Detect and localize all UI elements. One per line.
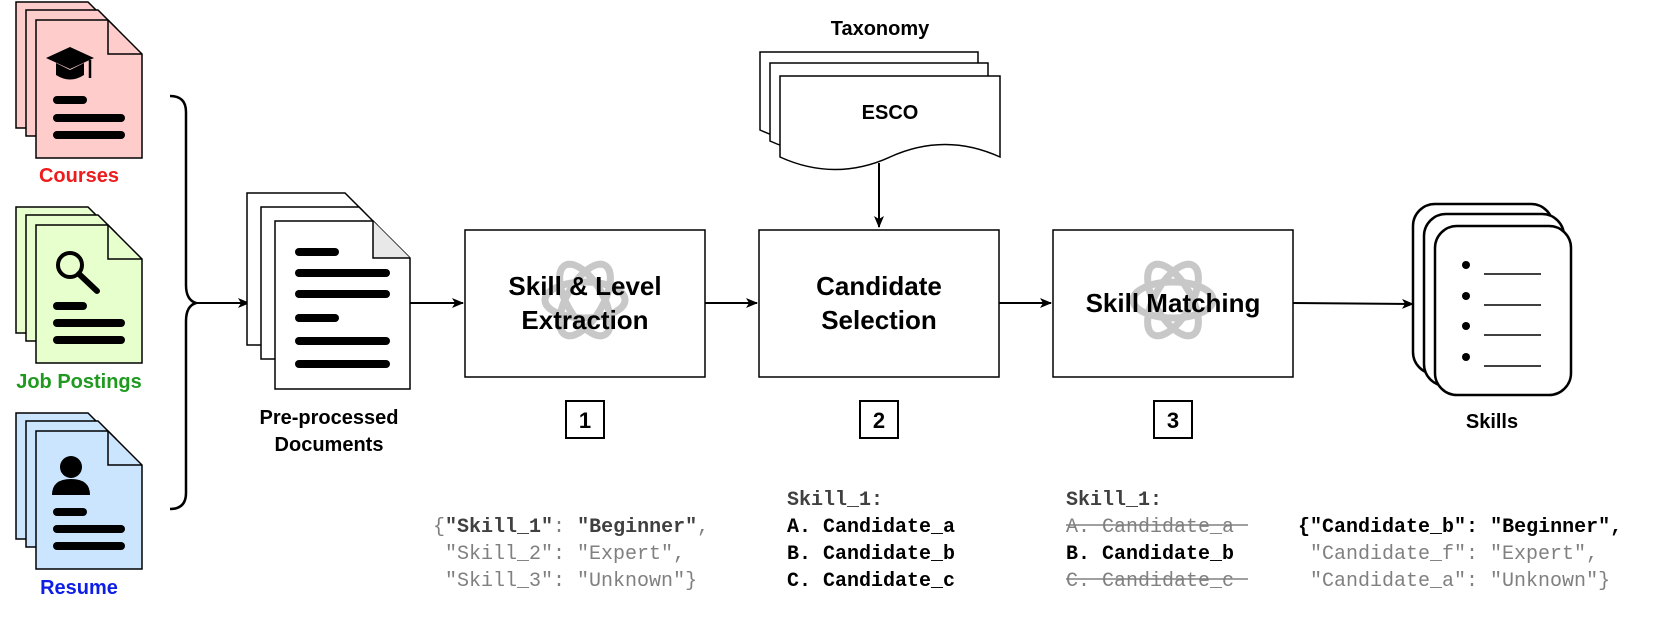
- matching-header: Skill_1:: [1066, 489, 1162, 512]
- result-key-2: "Candidate_f": [1310, 543, 1466, 566]
- bullet-list-icon: [1462, 261, 1541, 367]
- document-stack-white: [246, 192, 411, 390]
- extraction-line-3: "Skill_3": "Unknown"}: [445, 570, 697, 593]
- skills-output: Skills: [1411, 202, 1573, 433]
- graduation-cap-icon: [46, 47, 94, 80]
- selection-header: Skill_1:: [787, 489, 883, 512]
- magnifier-icon: [56, 251, 100, 294]
- result-value-1: "Beginner": [1490, 516, 1610, 539]
- selection-option-a: A. Candidate_a: [787, 516, 955, 539]
- step-2-number-badge: 2: [859, 400, 899, 439]
- taxonomy: Taxonomy ESCO: [759, 18, 1001, 171]
- source-job-postings: Job Postings: [15, 206, 143, 393]
- taxonomy-title: Taxonomy: [831, 18, 930, 40]
- result-key-3: "Candidate_a": [1310, 570, 1466, 593]
- extraction-value-2: "Expert": [577, 543, 673, 566]
- preprocessed-label-line2: Documents: [275, 434, 384, 456]
- selection-option-c: C. Candidate_c: [787, 570, 955, 593]
- extraction-key-2: "Skill_2": [445, 543, 553, 566]
- result-line-3: "Candidate_a": "Unknown"}: [1310, 570, 1610, 593]
- extraction-line-2: "Skill_2": "Expert",: [445, 543, 685, 566]
- arrow-step3-to-skills: [1292, 298, 1414, 309]
- source-courses: Courses: [15, 1, 143, 187]
- extraction-key-1: "Skill_1": [445, 516, 553, 539]
- source-resume: Resume: [15, 412, 143, 599]
- step-2-title-line1: Candidate: [816, 271, 942, 301]
- text-lines: [53, 508, 125, 550]
- step-2-number: 2: [873, 408, 885, 433]
- step-3-box: Skill Matching: [1052, 229, 1294, 378]
- result-value-3: "Unknown": [1490, 570, 1598, 593]
- step-1-title-line2: Extraction: [521, 305, 648, 335]
- selection-example: Skill_1: A. Candidate_a B. Candidate_b C…: [787, 489, 955, 593]
- skills-card-stack: [1411, 202, 1573, 397]
- step-3-title: Skill Matching: [1086, 288, 1261, 318]
- matching-option-b: B. Candidate_b: [1066, 543, 1234, 566]
- extraction-value-3: "Unknown": [577, 570, 685, 593]
- step-2-box: Candidate Selection: [758, 229, 1000, 378]
- step-2-title-line2: Selection: [821, 305, 937, 335]
- source-label-courses: Courses: [39, 165, 119, 187]
- matching-option-c: C. Candidate_c: [1066, 570, 1234, 593]
- source-label-resume: Resume: [40, 577, 118, 599]
- skills-label: Skills: [1466, 411, 1518, 433]
- preprocessed-label-line1: Pre-processed: [260, 407, 399, 429]
- step-1-title-line1: Skill & Level: [508, 271, 661, 301]
- result-line-2: "Candidate_f": "Expert",: [1310, 543, 1598, 566]
- result-key-1: "Candidate_b": [1310, 516, 1466, 539]
- extraction-line-1: {"Skill_1": "Beginner",: [433, 516, 709, 539]
- source-label-job-postings: Job Postings: [16, 371, 142, 393]
- step-3-number: 3: [1167, 408, 1179, 433]
- extraction-value-1: "Beginner": [577, 516, 697, 539]
- step-1-number: 1: [579, 408, 591, 433]
- person-icon: [52, 456, 90, 495]
- document-stack-courses: [15, 1, 143, 159]
- selection-option-b: B. Candidate_b: [787, 543, 955, 566]
- source-brace: [169, 94, 201, 511]
- text-lines: [53, 96, 125, 139]
- text-lines: [53, 302, 125, 344]
- matching-option-a: A. Candidate_a: [1066, 516, 1234, 539]
- result-value-2: "Expert": [1490, 543, 1586, 566]
- extraction-key-3: "Skill_3": [445, 570, 553, 593]
- extraction-example: {"Skill_1": "Beginner", "Skill_2": "Expe…: [433, 516, 709, 593]
- step-1-number-badge: 1: [565, 400, 605, 439]
- step-3-number-badge: 3: [1153, 400, 1193, 439]
- text-lines: [295, 248, 390, 368]
- step-1-box: Skill & Level Extraction: [464, 229, 706, 378]
- result-line-1: {"Candidate_b": "Beginner",: [1298, 516, 1622, 539]
- result-example: {"Candidate_b": "Beginner", "Candidate_f…: [1298, 516, 1622, 593]
- taxonomy-name: ESCO: [862, 102, 919, 124]
- preprocessed-documents: Pre-processed Documents: [246, 192, 411, 456]
- matching-example: Skill_1: A. Candidate_a B. Candidate_b C…: [1066, 489, 1248, 593]
